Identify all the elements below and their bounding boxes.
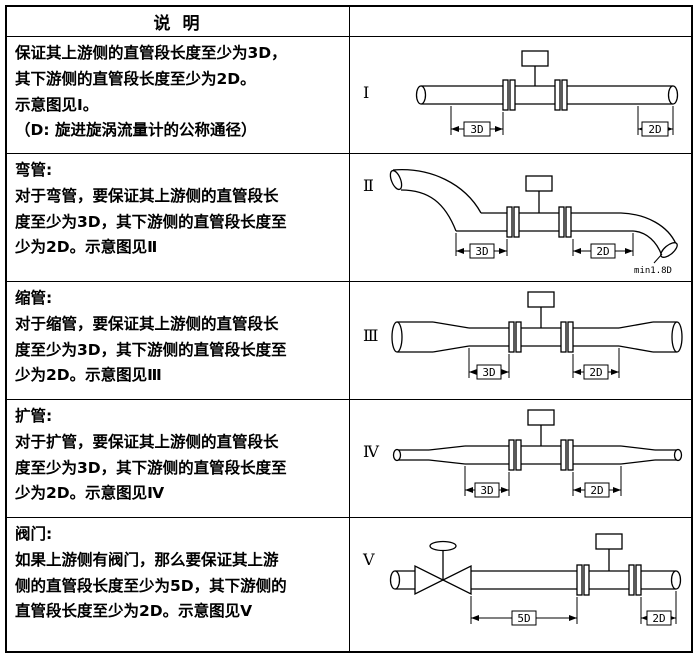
pipe-run [392,445,683,465]
dimension-downstream: 2D [640,591,677,626]
text-line: 度至少为3D，其下游侧的直管段长度至 [15,458,287,477]
transmitter-head [525,175,553,192]
pipe-run [471,570,682,590]
flowmeter [508,409,574,471]
dimension-upstream: 3D [464,466,510,498]
text-line: 对于扩管，要保证其上游侧的直管段长 [15,432,279,451]
dimension-downstream: 2D [572,233,634,259]
dim-down-label: 2D [589,366,602,379]
text-line: 阀门: [15,525,53,543]
text-line: 度至少为3D，其下游侧的直管段长度至 [15,212,287,231]
dimension-downstream: 2D [572,348,620,380]
table-header-cell: 说 明 [7,7,350,37]
row-reducer-diagram: Ⅲ [350,282,691,400]
flowmeter [506,175,572,238]
row-bend-text: 弯管: 对于弯管，要保证其上游侧的直管段长 度至少为3D，其下游侧的直管段长度至… [7,154,350,282]
row-valve-diagram: Ⅴ [350,518,691,651]
transmitter-head [595,533,623,550]
dim-up-label: 3D [482,366,495,379]
flowmeter [576,533,642,596]
row-reducer-text: 缩管: 对于缩管，要保证其上游侧的直管段长 度至少为3D，其下游侧的直管段长度至… [7,282,350,400]
text-line: 直管段长度至少为2D。示意图见Ⅴ [15,602,253,621]
pipe-run [391,321,683,353]
text-line: 少为2D。示意图见Ⅱ [15,238,158,257]
dimension-downstream: 2D [572,466,622,498]
text-line: 如果上游侧有阀门，那么要保证其上游 [15,550,279,569]
dim-down-label: 2D [590,484,603,497]
row-expander-text: 扩管: 对于扩管，要保证其上游侧的直管段长 度至少为3D，其下游侧的直管段长度至… [7,400,350,518]
text-line: 对于弯管，要保证其上游侧的直管段长 [15,186,279,205]
dimension-upstream: 3D [468,348,510,380]
diagram-valve-pipe: 5D 2D [389,533,682,626]
flowmeter-installation-table: 说 明 保证其上游侧的直管段长度至少为3D， 其下游侧的直管段长度至少为2D。 … [5,5,693,653]
bend-radius-label: min1.8D [634,266,672,276]
text-line: 少为2D。示意图见Ⅳ [15,484,165,503]
diagram-label-2: Ⅱ [363,178,374,195]
text-line: 弯管: [15,161,53,179]
diagram-label-3: Ⅲ [363,328,379,345]
text-line: 少为2D。示意图见Ⅲ [15,366,162,385]
row-straight-diagram: Ⅰ [350,37,691,154]
dim-up-label: 5D [517,612,530,625]
pipe-run [389,169,678,258]
dim-up-label: 3D [480,484,493,497]
transmitter-head [521,50,549,67]
text-line: 示意图见Ⅰ。 [15,95,99,114]
pipe-run [415,85,679,105]
dimension-upstream: 3D [450,106,504,137]
dim-up-label: 3D [470,123,483,136]
valve-handwheel [429,540,457,552]
diagram-label-5: Ⅴ [363,552,375,569]
text-line: 度至少为3D，其下游侧的直管段长度至 [15,340,287,359]
table-header-empty-cell [350,7,691,37]
text-line: 保证其上游侧的直管段长度至少为3D， [15,44,287,62]
dim-down-label: 2D [652,612,665,625]
dimension-upstream: 3D [455,233,508,259]
row-valve-text: 阀门: 如果上游侧有阀门，那么要保证其上游 侧的直管段长度至少为5D，其下游侧的… [7,518,350,651]
text-line: 其下游侧的直管段长度至少为2D。 [15,69,256,88]
text-line: 对于缩管，要保证其上游侧的直管段长 [15,314,279,333]
transmitter-head [527,291,555,308]
text-line: （D: 旋进旋涡流量计的公称通径） [15,121,257,140]
transmitter-head [527,409,555,426]
flowmeter [508,291,574,353]
row-straight-text: 保证其上游侧的直管段长度至少为3D， 其下游侧的直管段长度至少为2D。 示意图见… [7,37,350,154]
row-bend-diagram: Ⅱ [350,154,691,282]
table-header-title: 说 明 [153,14,203,34]
dimension-downstream: 2D [637,106,674,137]
dim-down-label: 2D [648,123,661,136]
dim-up-label: 3D [475,245,488,258]
bend-radius-note: min1.8D [634,253,672,276]
text-line: 缩管: [15,289,53,307]
diagram-reducer-pipe: 3D 2D [391,291,683,380]
valve [389,540,472,596]
text-line: 侧的直管段长度至少为5D，其下游侧的 [15,576,287,595]
flowmeter [502,50,568,111]
diagram-bent-pipe: 3D 2D min1.8D [389,169,678,276]
diagram-expander-pipe: 3D 2D [392,409,683,498]
diagram-label-4: Ⅳ [363,444,379,461]
diagram-label-1: Ⅰ [363,85,370,102]
text-line: 扩管: [15,407,53,425]
dimension-upstream: 5D [470,596,578,626]
diagram-straight-pipe: 3D 2D [415,50,679,137]
row-expander-diagram: Ⅳ [350,400,691,518]
dim-down-label: 2D [596,245,609,258]
